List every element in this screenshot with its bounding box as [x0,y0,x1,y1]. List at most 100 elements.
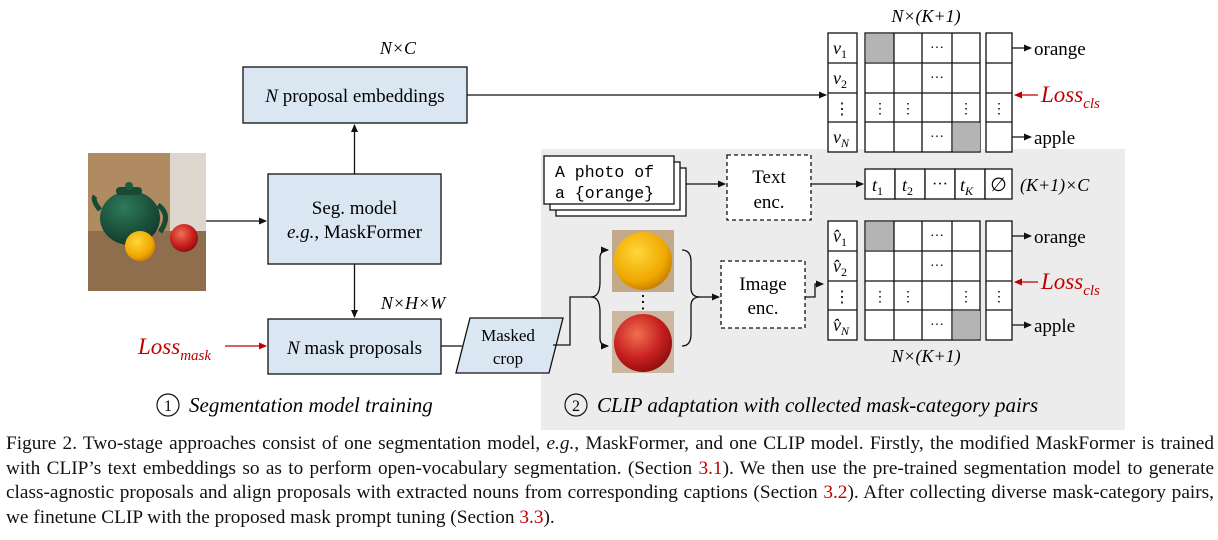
seg-model-label: Seg. model [312,198,398,219]
top-dots-r4: ··· [930,130,944,145]
masked-crop-box [455,317,564,374]
bottom-matrix-dots: ··· ··· ⋮ ⋮ ⋮ ··· ⋮ [873,229,1006,333]
mask-proposals-label: mask proposals [300,338,422,359]
svg-text:t2: t2 [902,175,913,198]
nhw-label: N×H×W [380,293,447,313]
text-encoder-label-2: enc. [753,192,784,213]
t-dots: ··· [932,176,948,193]
text-encoder-box [726,154,812,221]
image-encoder-label-1: Image [739,274,786,295]
svg-text:Seg. model: Seg. model [312,198,398,219]
top-dots-c4: ⋮ [959,102,973,117]
bot-dots-r1: ··· [930,229,944,244]
masked-crop-label-2: crop [493,349,523,368]
top-dots-c1: ⋮ [873,102,887,117]
top-matrix-size-label: N×(K+1) [890,6,960,27]
masked-crop-label-1: Masked [481,326,535,345]
caption-part-3: ). After collecting diverse mask-categor… [6,482,1214,528]
seg-model-eg: e.g. [287,222,314,243]
tk-subscript: K [964,184,974,198]
caption-part-4: ). [543,506,555,528]
bot-dots-r2: ··· [930,259,944,274]
svg-text:Losscls: Losscls [1040,82,1100,112]
section-ref-link[interactable]: 3.3 [519,506,544,528]
caption-eg: e.g. [546,433,575,454]
caption-part-2: ). We then use the pre-trained segmentat… [6,457,1214,504]
svg-text:v̂2: v̂2 [833,256,847,279]
section-ref-link[interactable]: 3.2 [823,482,848,503]
v1-subscript: 1 [841,47,847,61]
v-dots: ⋮ [834,101,850,118]
tk-label: t [960,175,966,195]
caption-part-1: , MaskFormer, and one CLIP model. Firstl… [6,433,1214,479]
top-dots-r1: ··· [930,41,944,56]
svg-text:tK: tK [960,175,974,198]
t1-label: t [872,175,878,195]
image-encoder-box [720,260,806,329]
top-score-matrix [827,32,1013,153]
top-orange-label: orange [1034,39,1086,60]
caption-prefix: Figure 2. Two-stage approaches consist o… [6,433,547,454]
t2-subscript: 2 [907,184,913,198]
proposal-embeddings-label: proposal embeddings [278,86,445,107]
bottom-orange-label: orange [1034,227,1086,248]
bottom-matrix-size-label: N×(K+1) [890,346,960,367]
v2-label: v [833,68,841,88]
bottom-loss-cls-subscript: cls [1083,283,1100,299]
svg-text:v̂1: v̂1 [833,226,847,249]
svg-text:Lossmask: Lossmask [137,334,211,364]
image-encoder-label-2: enc. [747,298,778,319]
stage1-number: 1 [164,398,172,415]
top-dots-r2: ··· [930,71,944,86]
vhat2-subscript: 2 [841,265,847,279]
svg-text:t1: t1 [872,175,883,198]
bot-dots-r4: ··· [930,318,944,333]
cropped-apple [612,311,674,373]
cropped-orange [612,230,674,292]
t2-label: t [902,175,908,195]
vhat1-label: v̂ [833,226,841,246]
vn-label: v [833,127,841,147]
text-encoder-label-1: Text [752,167,786,188]
vhat2-label: v̂ [833,256,841,276]
mask-proposals-n: N [286,338,301,359]
figure-caption: Figure 2. Two-stage approaches consist o… [6,432,1214,530]
bot-dots-c1: ⋮ [873,290,887,305]
bot-dots-c4: ⋮ [959,290,973,305]
vn-subscript: N [840,136,850,150]
stage2-title: 2 CLIP adaptation with collected mask-ca… [564,393,1038,417]
svg-text:e.g., MaskFormer: e.g., MaskFormer [287,222,423,243]
stage1-title-text: Segmentation model training [189,393,433,417]
vhat-dots: ⋮ [834,289,850,306]
proposal-embeddings-box [242,66,468,124]
top-dots-null: ⋮ [992,102,1006,117]
top-dots-c2: ⋮ [901,102,915,117]
top-loss-cls-label: Loss [1040,82,1083,107]
svg-text:v̂N: v̂N [833,315,850,338]
prompt-text-line-1: A photo of [555,163,654,182]
bottom-score-matrix [827,220,1013,341]
loss-mask-label: Loss [137,334,180,359]
svg-text:Losscls: Losscls [1040,269,1100,299]
svg-text:vN: vN [833,127,850,150]
bottom-apple-label: apple [1034,316,1075,337]
bot-dots-null: ⋮ [992,290,1006,305]
top-apple-label: apple [1034,128,1075,149]
stage2-number: 2 [572,398,580,415]
vhatn-label: v̂ [833,315,841,335]
t1-subscript: 1 [877,184,883,198]
v1-label: v [833,38,841,58]
v2-subscript: 2 [841,77,847,91]
n-times-c-label: N×C [379,38,417,58]
svg-text:N proposal embeddings: N proposal embeddings [264,86,444,107]
vhatn-subscript: N [840,324,850,338]
proposal-embeddings-n: N [264,86,279,107]
k1-times-c-label: (K+1)×C [1020,175,1090,196]
section-ref-link[interactable]: 3.1 [698,457,723,479]
prompt-text-line-2: a {orange} [555,184,654,203]
svg-text:v1: v1 [833,38,847,61]
seg-model-box [267,173,442,265]
stage2-title-text: CLIP adaptation with collected mask-cate… [597,393,1038,417]
null-symbol: ∅ [990,175,1007,196]
